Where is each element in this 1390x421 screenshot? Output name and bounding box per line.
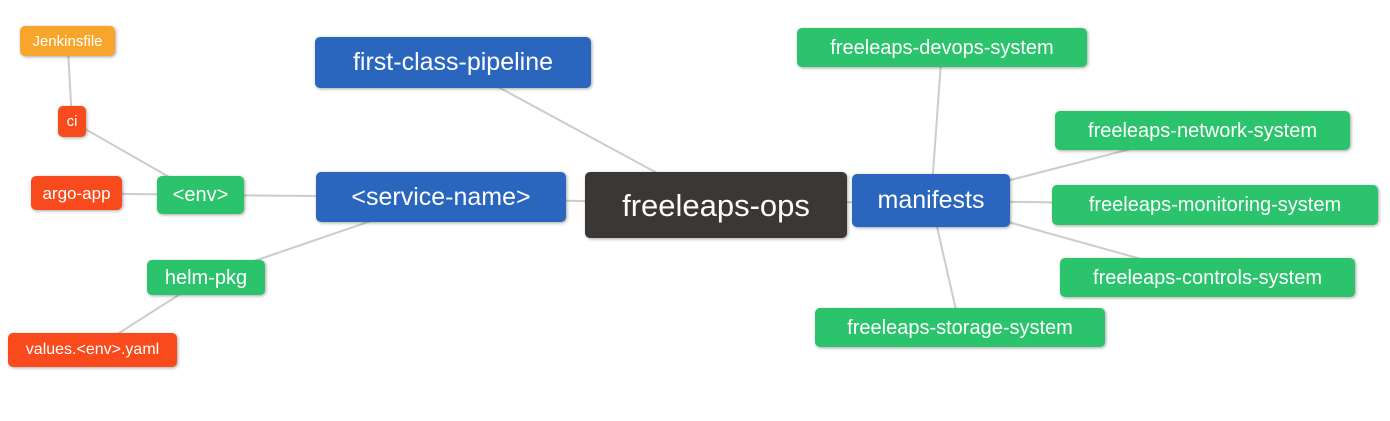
- node-first-class-pipeline[interactable]: first-class-pipeline: [315, 37, 591, 88]
- node-values-env-yaml[interactable]: values.<env>.yaml: [8, 333, 177, 367]
- node-storage-system[interactable]: freeleaps-storage-system: [815, 308, 1105, 347]
- node-monitoring-system[interactable]: freeleaps-monitoring-system: [1052, 185, 1378, 225]
- node-network-system[interactable]: freeleaps-network-system: [1055, 111, 1350, 150]
- node-ci[interactable]: ci: [58, 106, 86, 137]
- node-service-name[interactable]: <service-name>: [316, 172, 566, 222]
- node-manifests[interactable]: manifests: [852, 174, 1010, 227]
- node-helm-pkg[interactable]: helm-pkg: [147, 260, 265, 295]
- node-jenkinsfile[interactable]: Jenkinsfile: [20, 26, 115, 56]
- node-devops-system[interactable]: freeleaps-devops-system: [797, 28, 1087, 67]
- node-freeleaps-ops[interactable]: freeleaps-ops: [585, 172, 847, 238]
- node-env[interactable]: <env>: [157, 176, 244, 214]
- node-controls-system[interactable]: freeleaps-controls-system: [1060, 258, 1355, 297]
- node-argo-app[interactable]: argo-app: [31, 176, 122, 210]
